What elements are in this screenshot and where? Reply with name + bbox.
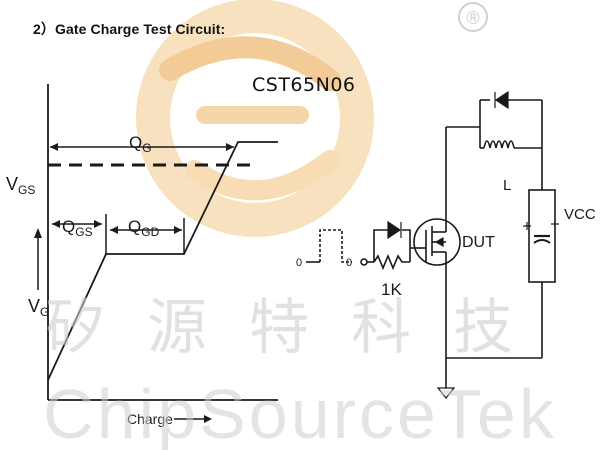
- dut-label: DUT: [462, 234, 495, 251]
- english-watermark: ChipSourceTek: [43, 375, 557, 450]
- resistor-label: 1K: [381, 280, 402, 299]
- section-heading: 2）Gate Charge Test Circuit:: [33, 21, 226, 37]
- freewheel-diode: [494, 90, 509, 110]
- vcc-label: VCC: [564, 206, 596, 223]
- qg-label: QG: [129, 133, 152, 155]
- inductor-l: [483, 140, 515, 149]
- gate-diode: [387, 220, 402, 240]
- part-number: CST65N06: [252, 74, 356, 96]
- pulse-source-icon: [319, 229, 352, 263]
- dut-mosfet: [413, 218, 461, 266]
- input-zero-label: 0: [346, 257, 352, 269]
- ground-icon: [436, 387, 456, 399]
- input-node: [360, 258, 368, 266]
- resistor-1k: [373, 253, 410, 271]
- inductor-label: L: [503, 177, 511, 194]
- qgs-label: QGS: [62, 217, 93, 239]
- qgd-label: QGD: [128, 217, 160, 239]
- chinese-watermark: 矽源特科技: [45, 294, 555, 361]
- registered-mark: ®: [466, 8, 479, 28]
- charge-axis-label: Charge: [127, 411, 173, 427]
- vgs-label: VGS: [6, 174, 35, 197]
- pulse-zero-label: 0: [296, 257, 302, 269]
- vg-label: VG: [28, 296, 49, 319]
